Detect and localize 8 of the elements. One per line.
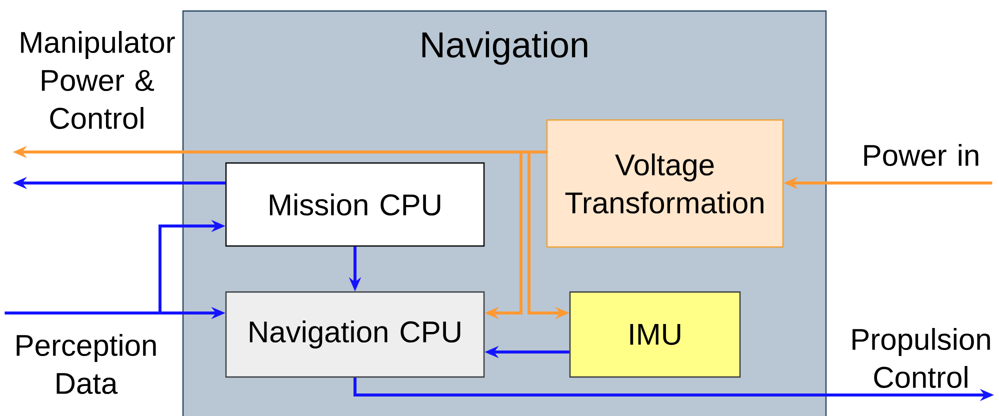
text-label: Power in: [864, 144, 978, 166]
text-label: Manipulator Power & Control: [21, 31, 175, 130]
text-label: Perception Data: [16, 334, 156, 394]
process-box: Voltage Transformation: [546, 119, 784, 248]
process-box: IMU: [569, 291, 741, 378]
process-box: Mission CPU: [225, 162, 485, 247]
process-box: Navigation CPU: [225, 291, 485, 378]
text-label: Propulsion Control: [852, 328, 990, 388]
